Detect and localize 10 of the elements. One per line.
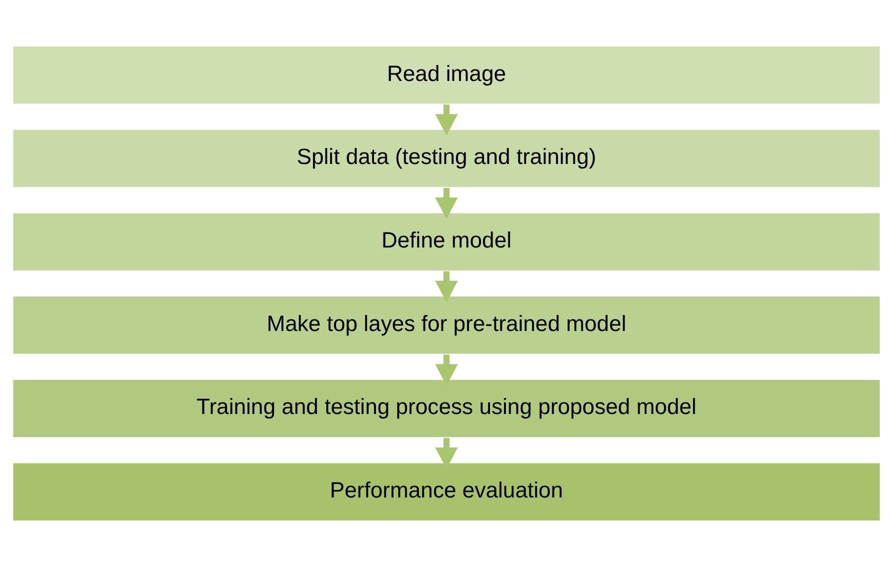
- node-box: Training and testing process using proposed model: [12, 378, 881, 438]
- arrow: [435, 354, 458, 386]
- node-box: Performance evaluation: [12, 462, 881, 521]
- node-box: Make top layes for pre-trained model: [12, 295, 881, 354]
- arrow: [435, 270, 458, 302]
- node-box: Define model: [12, 212, 881, 271]
- arrow: [435, 104, 458, 136]
- node-box: Read image: [12, 45, 881, 104]
- arrow: [435, 187, 458, 218]
- node-box: Split data (testing and training): [12, 128, 881, 188]
